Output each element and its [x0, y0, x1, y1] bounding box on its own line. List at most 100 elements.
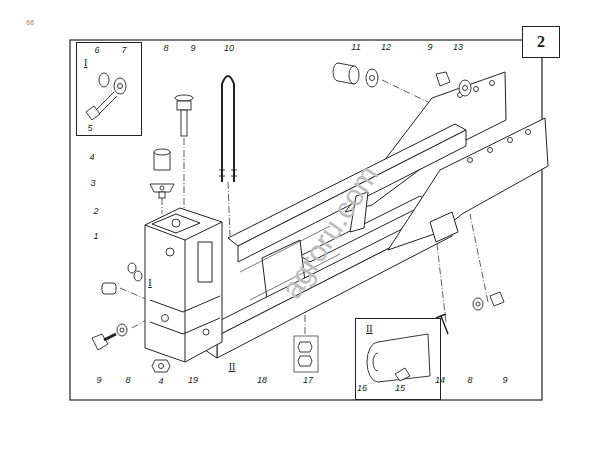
bolt-part — [436, 72, 450, 86]
sheet-number-box: 2 — [522, 26, 560, 58]
leader-line — [305, 312, 306, 334]
bolt-part — [219, 170, 237, 176]
bolt-part — [177, 101, 191, 110]
frame-hole — [468, 158, 473, 163]
callout-number: 8 — [125, 376, 130, 385]
bolt-part — [117, 324, 127, 336]
bolt-part — [128, 263, 136, 273]
bolt-part — [463, 86, 468, 91]
tractor-frame — [150, 296, 220, 334]
callout-number: 1 — [93, 232, 98, 241]
leader-line — [120, 288, 148, 300]
frame-hole — [203, 329, 209, 335]
frame-hole — [488, 148, 493, 153]
bolt-part — [473, 298, 483, 310]
callout-number: 8 — [467, 376, 472, 385]
callout-number: 3 — [90, 179, 95, 188]
callout-number: 16 — [357, 384, 367, 393]
callout-number: 2 — [93, 207, 98, 216]
bolt-part — [104, 334, 116, 340]
frame-border — [70, 40, 542, 400]
bolt-part — [222, 76, 234, 182]
bolt-part — [160, 186, 164, 190]
bolt-part — [294, 336, 318, 372]
bolt-part — [154, 149, 170, 155]
leader-line — [436, 236, 446, 322]
callout-number: 19 — [188, 376, 198, 385]
callout-number: 13 — [453, 43, 463, 52]
bolt-part — [298, 342, 312, 352]
bolt-part — [92, 334, 108, 350]
frame-hole — [166, 248, 174, 256]
inset-detail — [118, 84, 123, 89]
tractor-frame — [198, 242, 212, 282]
leader-line — [228, 182, 230, 236]
bolt-part — [476, 302, 480, 306]
leader-line — [470, 214, 488, 302]
tractor-frame — [145, 208, 222, 362]
inset-detail — [86, 73, 430, 382]
detail-inset: I — [76, 42, 142, 136]
bolt-part — [298, 356, 312, 366]
sheet-number: 2 — [537, 33, 545, 51]
frame-hole — [526, 130, 531, 135]
frame-hole — [508, 138, 513, 143]
detail-marker: II — [229, 362, 236, 372]
callout-number: 18 — [257, 376, 267, 385]
inset-detail — [395, 368, 410, 381]
bolt-part — [490, 292, 504, 306]
watermark: agroru.com — [276, 160, 384, 304]
bolt-part — [102, 283, 116, 294]
callout-number: 9 — [427, 43, 432, 52]
bolt-part — [349, 66, 359, 84]
bolt-part — [150, 184, 174, 192]
inset-detail — [99, 73, 109, 87]
callout-number: 9 — [190, 44, 195, 53]
tractor-frame — [430, 212, 458, 242]
frame-hole — [162, 315, 169, 322]
bolt-part — [92, 63, 504, 372]
bolt-part — [436, 314, 448, 334]
bolt-part — [134, 271, 142, 281]
bolt-part — [159, 364, 164, 369]
bolt-part — [181, 110, 187, 136]
tractor-frame — [388, 118, 548, 250]
bolt-part — [159, 192, 165, 198]
callout-number: 9 — [96, 376, 101, 385]
callout-number: 4 — [89, 153, 94, 162]
callout-number: 10 — [224, 44, 234, 53]
callout-number: 12 — [381, 43, 391, 52]
callout-number: 8 — [163, 44, 168, 53]
bolt-part — [175, 95, 193, 101]
callout-number: 15 — [395, 384, 405, 393]
frame-border — [70, 40, 542, 400]
callout-number: 9 — [502, 376, 507, 385]
inset-mark: II — [366, 323, 440, 334]
bolt-part — [120, 328, 124, 332]
callout-number: 14 — [435, 376, 445, 385]
callout-number: 5 — [87, 124, 92, 133]
callout-number: 6 — [94, 46, 99, 55]
bolt-part — [366, 69, 378, 87]
bolt-part — [152, 360, 170, 372]
callout-number: 4 — [158, 377, 163, 386]
frame-hole — [162, 81, 531, 336]
bolt-part — [370, 76, 375, 81]
callout-number: 7 — [121, 46, 126, 55]
leader-line — [162, 198, 163, 214]
tractor-frame — [145, 72, 548, 362]
detail-marker: I — [148, 278, 151, 288]
inset-detail — [114, 78, 126, 94]
tractor-frame — [152, 214, 200, 233]
inset-detail — [378, 334, 430, 382]
page-number: 66 — [26, 19, 34, 26]
inset-detail — [96, 92, 117, 114]
leader-line — [382, 80, 432, 104]
callout-number: 11 — [351, 43, 360, 52]
frame-hole — [172, 219, 180, 227]
inset-mark: I — [84, 57, 141, 68]
callout-number: 17 — [303, 376, 313, 385]
